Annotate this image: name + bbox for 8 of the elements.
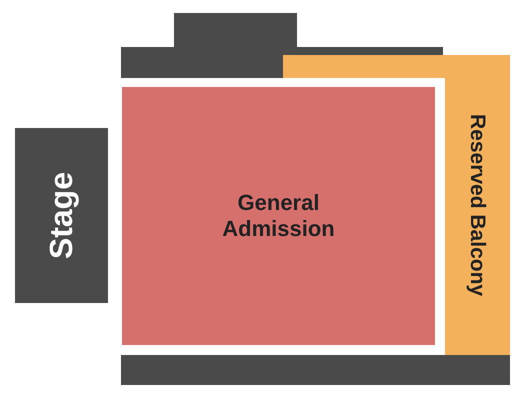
block [121, 47, 443, 78]
seating-section [122, 87, 435, 345]
block [121, 355, 510, 385]
stage-area [15, 128, 108, 303]
section-label: Reserved Balcony [465, 114, 490, 296]
block [174, 13, 297, 49]
section-label: General Admission [221, 190, 336, 242]
stage-label: Stage [42, 172, 80, 260]
